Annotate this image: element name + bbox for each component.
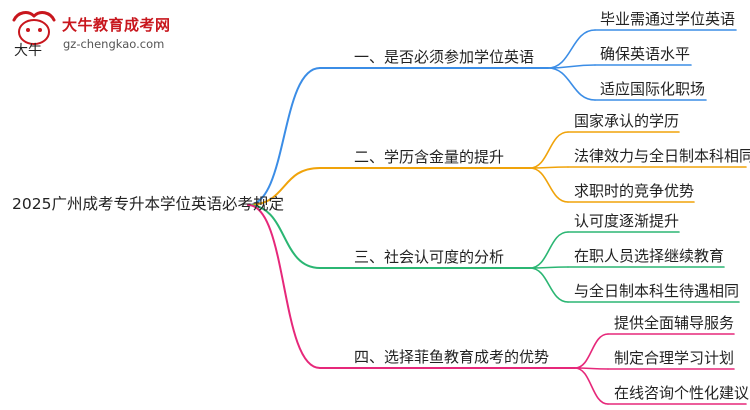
leaf-label: 在线咨询个性化建议: [614, 384, 750, 402]
leaf-label: 制定合理学习计划: [614, 349, 735, 367]
root-node: 2025广州成考专升本学位英语必考规定: [12, 195, 284, 213]
logo-mark-text: 大牛: [14, 43, 42, 58]
logo-title: 大牛教育成考网: [62, 16, 171, 34]
root-branch-connector: [247, 67, 321, 206]
branch-label: 三、社会认可度的分析: [354, 248, 505, 266]
leaf-connector: [529, 131, 569, 169]
leaf-connector: [574, 367, 609, 405]
leaf-label: 国家承认的学历: [574, 112, 680, 130]
logo-url: gz-chengkao.com: [63, 37, 165, 51]
branch-label: 二、学历含金量的提升: [354, 148, 505, 166]
leaf-label: 确保英语水平: [600, 45, 691, 63]
leaf-label: 认可度逐渐提升: [574, 212, 680, 230]
leaf-connector: [574, 333, 609, 369]
ox-logo-icon: 大牛: [12, 11, 56, 58]
root-branch-connector: [247, 204, 321, 269]
root-branch-connector: [247, 167, 321, 206]
root-branch-connector: [247, 204, 321, 369]
leaf-label: 与全日制本科生待遇相同: [574, 282, 740, 300]
leaf-connector: [547, 29, 596, 69]
leaf-label: 法律效力与全日制本科相同: [574, 147, 750, 165]
leaf-label: 在职人员选择继续教育: [574, 247, 725, 265]
leaf-connector: [529, 231, 569, 269]
leaf-label: 提供全面辅导服务: [614, 314, 735, 332]
leaf-connector: [529, 267, 569, 303]
leaf-connector: [547, 67, 596, 101]
branch-label: 一、是否必须参加学位英语: [354, 48, 535, 66]
leaf-label: 求职时的竞争优势: [574, 182, 695, 200]
branch-label: 四、选择菲鱼教育成考的优势: [354, 348, 550, 366]
leaf-label: 毕业需通过学位英语: [600, 10, 736, 28]
leaf-label: 适应国际化职场: [600, 80, 706, 98]
site-logo: 大牛 大牛教育成考网 gz-chengkao.com: [8, 8, 198, 58]
leaf-connector: [529, 167, 569, 203]
